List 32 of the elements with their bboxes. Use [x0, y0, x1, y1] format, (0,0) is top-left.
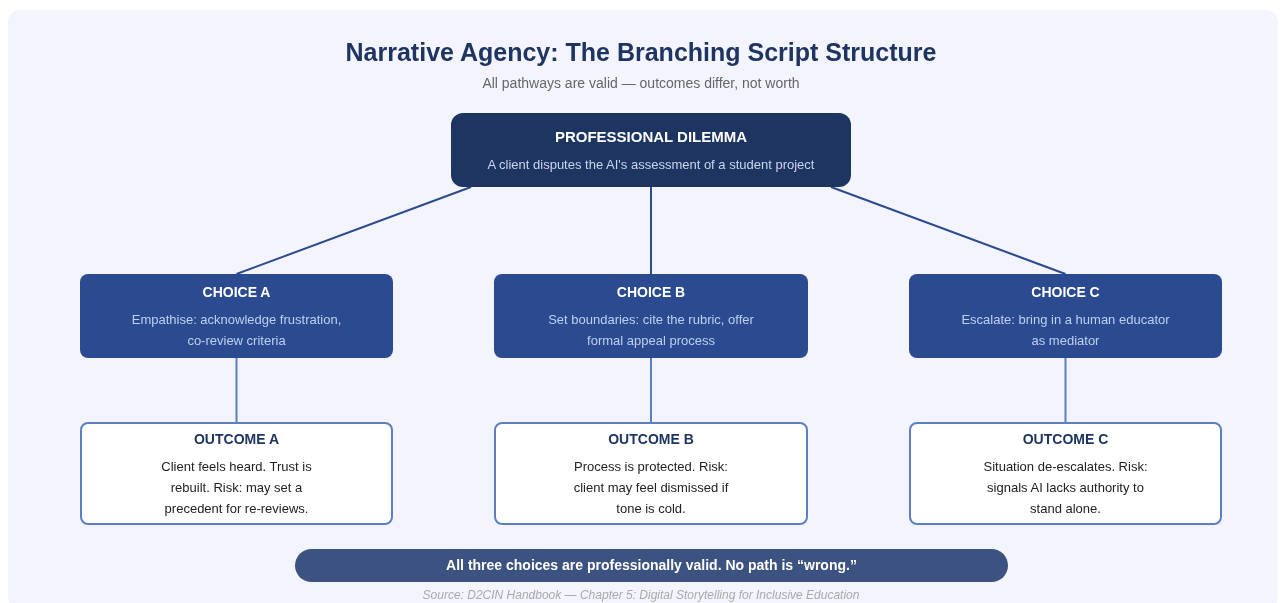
banner-text: All three choices are professionally valid. No path is “wrong.” [446, 556, 857, 575]
dilemma-box [451, 113, 851, 187]
description: Escalate: bring in a human educator as mediator [960, 310, 1171, 350]
source-note: Source: D2CIN Handbook — Chapter 5: Digital Storytelling for Inclusive Education [421, 587, 861, 603]
connector-line [235, 186, 472, 275]
connector-line [830, 186, 1067, 275]
outcome-box [494, 422, 808, 525]
outcome-box [909, 422, 1222, 525]
summary-banner [295, 549, 1008, 582]
choice-box [494, 274, 808, 358]
connector-line [1064, 357, 1067, 423]
heading: CHOICE A [202, 282, 271, 302]
heading: OUTCOME C [1022, 429, 1109, 449]
title: Narrative Agency: The Branching Script Structure [344, 37, 938, 68]
heading: PROFESSIONAL DILEMMA [554, 127, 748, 147]
heading: CHOICE B [616, 282, 686, 302]
description: Set boundaries: cite the rubric, offer formal appeal process [547, 310, 755, 350]
description: Client feels heard. Trust is rebuilt. Risk: may set a precedent for re-reviews. [160, 457, 313, 518]
heading: OUTCOME A [193, 429, 279, 449]
description: Situation de-escalates. Risk: signals AI lacks authority to stand alone. [982, 457, 1149, 518]
heading: OUTCOME B [608, 429, 694, 449]
choice-box [80, 274, 393, 358]
connector-line [235, 357, 238, 423]
outcome-box [80, 422, 393, 525]
description: Empathise: acknowledge frustration, co-review criteria [130, 310, 343, 350]
choice-box [909, 274, 1222, 358]
description: A client disputes the AI's assessment of a student project [487, 155, 815, 174]
connector-line [650, 186, 652, 275]
subtitle: All pathways are valid — outcomes differ, not worth [481, 74, 801, 93]
description: Process is protected. Risk: client may feel dismissed if tone is cold. [572, 457, 730, 518]
heading: CHOICE C [1031, 282, 1100, 302]
connector-line [650, 357, 652, 423]
